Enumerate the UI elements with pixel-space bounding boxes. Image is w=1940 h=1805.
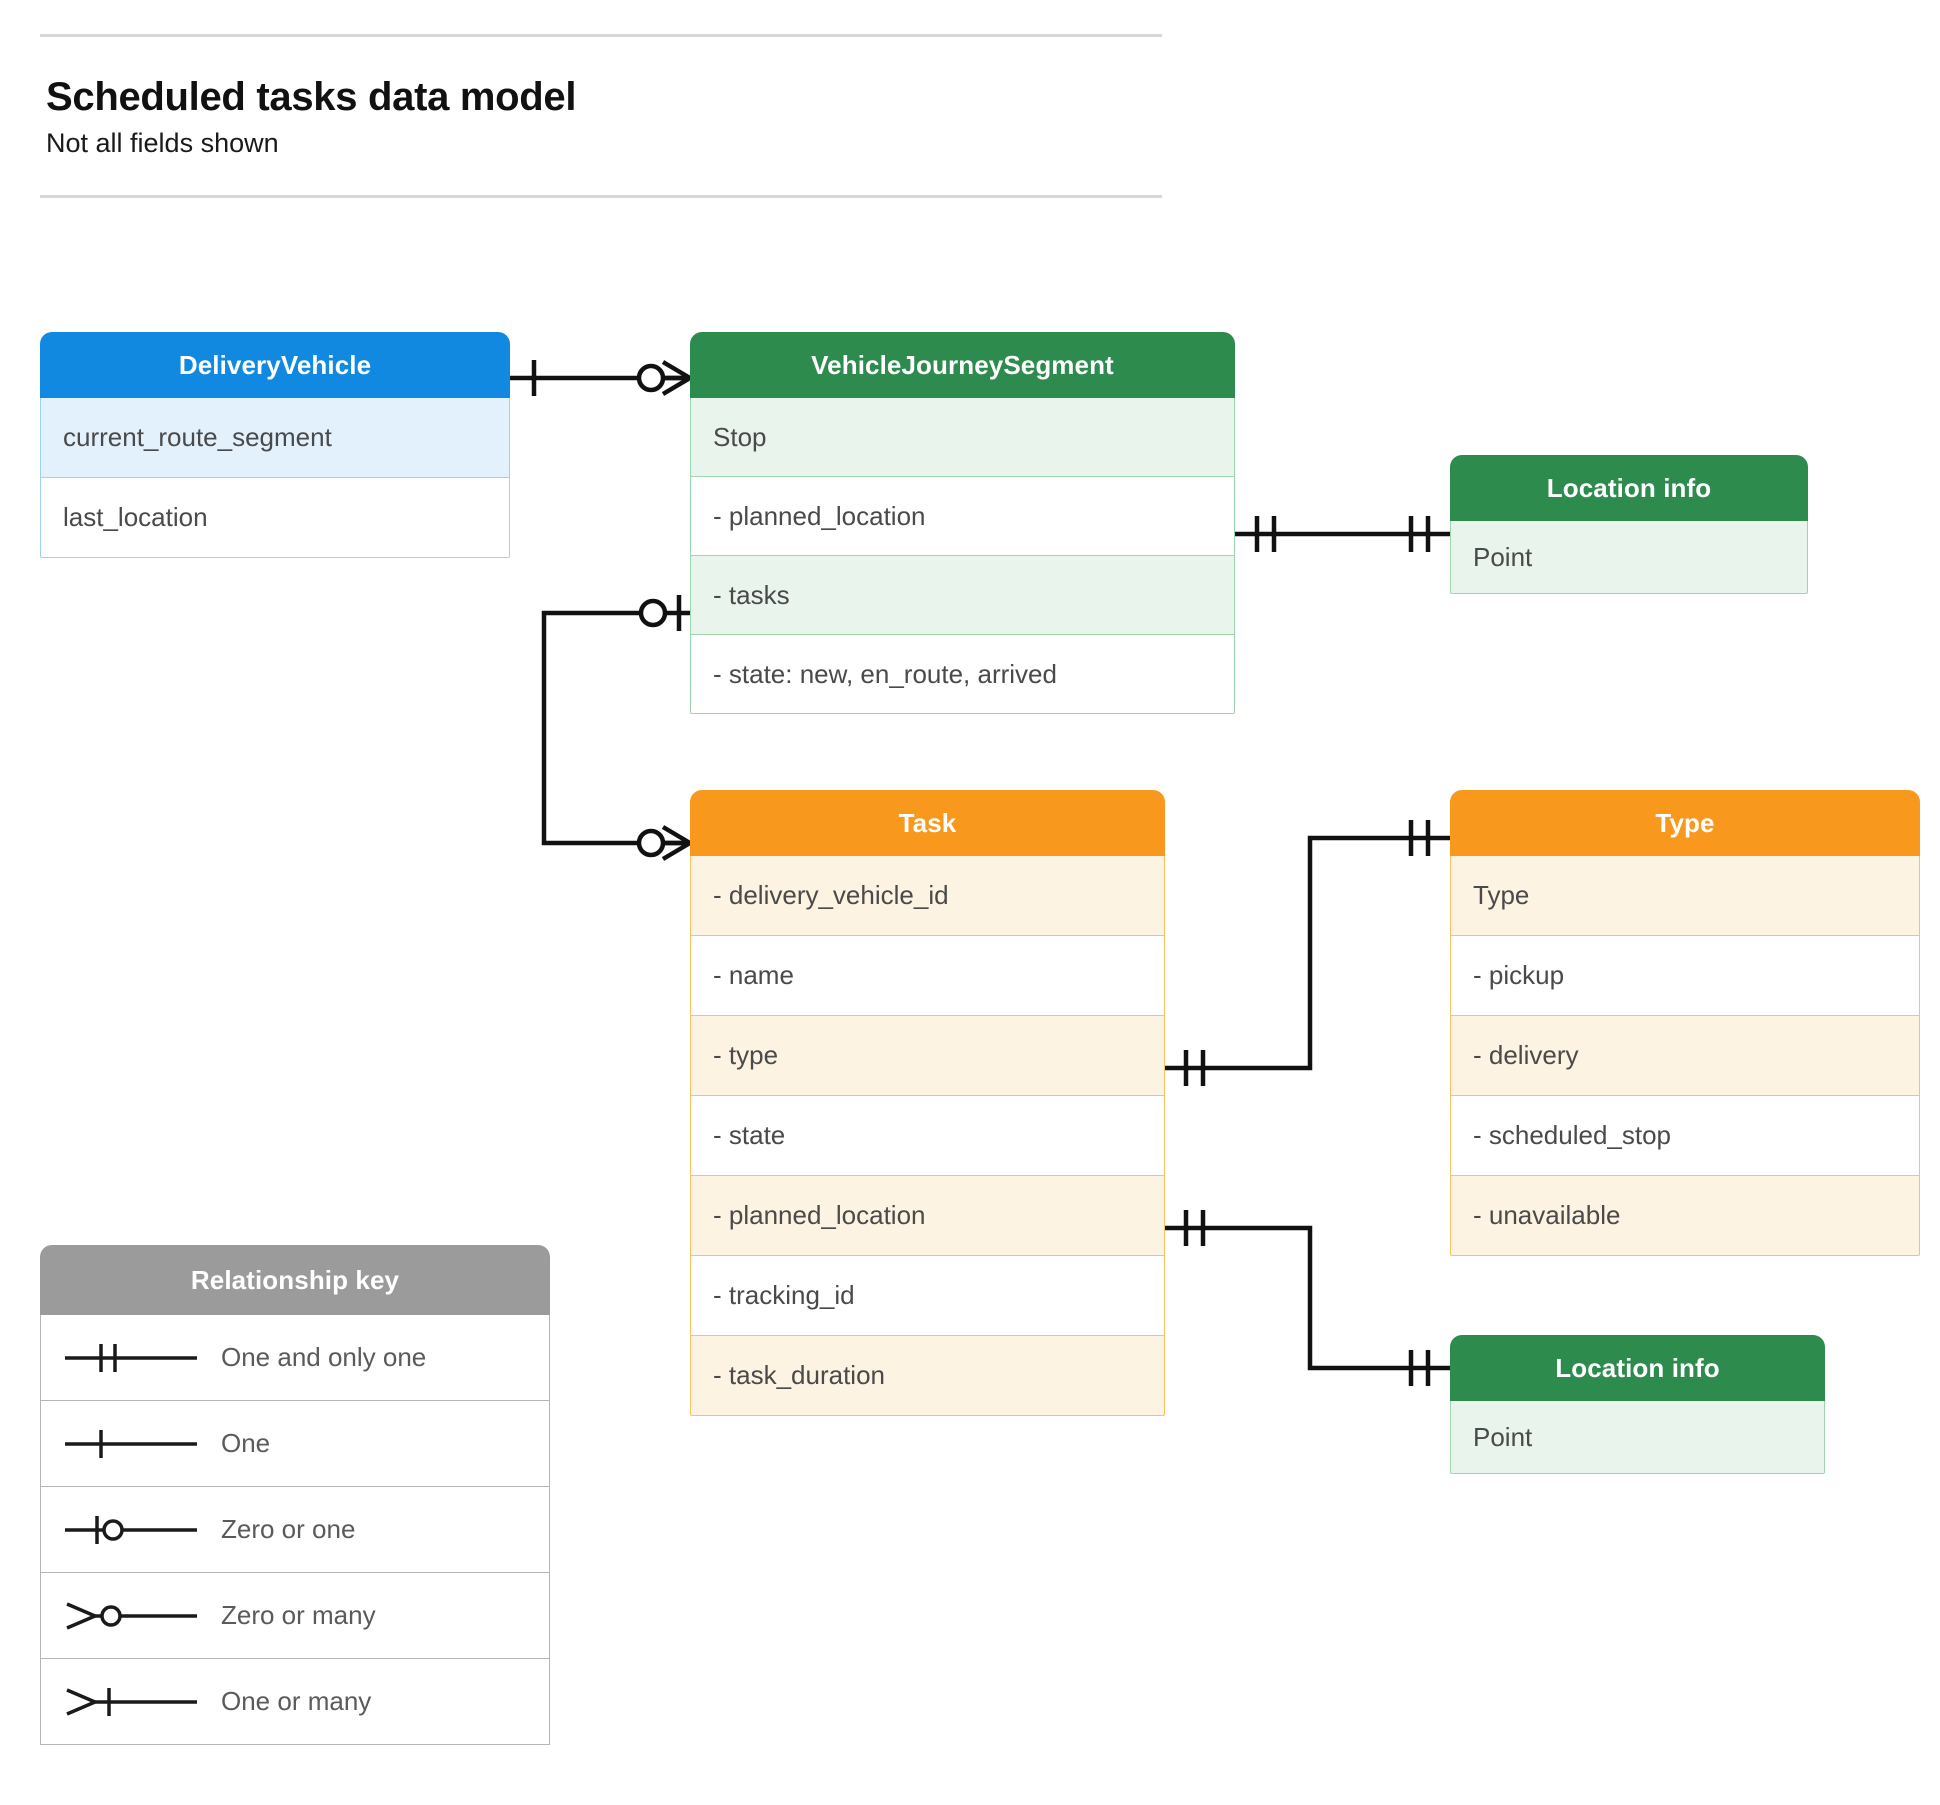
- field-task-planned-location[interactable]: - planned_location: [690, 1176, 1165, 1256]
- field-type-delivery[interactable]: - delivery: [1450, 1016, 1920, 1096]
- legend-item-zero-or-many: Zero or many: [40, 1573, 550, 1659]
- entity-task-title: Task: [690, 790, 1165, 856]
- legend-label-one-and-only-one: One and only one: [221, 1342, 427, 1372]
- entity-delivery-vehicle-title: DeliveryVehicle: [40, 332, 510, 398]
- page-title: Scheduled tasks data model: [46, 75, 577, 119]
- field-type-label[interactable]: Type: [1450, 856, 1920, 936]
- field-type-pickup[interactable]: - pickup: [1450, 936, 1920, 1016]
- entity-vehicle-journey-segment-title: VehicleJourneySegment: [690, 332, 1235, 398]
- connector-task-loc-path: [1165, 1225, 1450, 1371]
- field-tasks[interactable]: - tasks: [690, 556, 1235, 635]
- field-type-unavailable[interactable]: - unavailable: [1450, 1176, 1920, 1256]
- legend-label-one-or-many: One or many: [221, 1686, 372, 1716]
- legend-title: Relationship key: [40, 1245, 550, 1315]
- relationship-key-legend: Relationship key One and only one One: [40, 1245, 550, 1745]
- legend-item-one-or-many: One or many: [40, 1659, 550, 1745]
- connector-task-zero-circle: [636, 828, 666, 858]
- field-task-type[interactable]: - type: [690, 1016, 1165, 1096]
- zero-or-many-icon: [41, 1596, 221, 1636]
- field-task-duration[interactable]: - task_duration: [690, 1336, 1165, 1416]
- connector-vjs-task-path: [541, 610, 690, 846]
- connector-task-crow-1: [661, 825, 692, 845]
- entity-location-info-top[interactable]: Location info Point: [1450, 455, 1808, 594]
- field-stop[interactable]: Stop: [690, 398, 1235, 477]
- field-task-state[interactable]: - state: [690, 1096, 1165, 1176]
- one-or-many-icon: [41, 1682, 221, 1722]
- page-subtitle: Not all fields shown: [46, 127, 279, 158]
- entity-delivery-vehicle[interactable]: DeliveryVehicle current_route_segment la…: [40, 332, 510, 558]
- field-point-top[interactable]: Point: [1450, 521, 1808, 594]
- connector-tasks-zero-circle: [638, 598, 668, 628]
- field-state[interactable]: - state: new, en_route, arrived: [690, 635, 1235, 714]
- zero-or-one-icon: [41, 1510, 221, 1550]
- field-planned-location[interactable]: - planned_location: [690, 477, 1235, 556]
- legend-label-zero-or-one: Zero or one: [221, 1514, 356, 1544]
- field-task-name[interactable]: - name: [690, 936, 1165, 1016]
- entity-task[interactable]: Task - delivery_vehicle_id - name - type…: [690, 790, 1165, 1416]
- field-tracking-id[interactable]: - tracking_id: [690, 1256, 1165, 1336]
- one-icon: [41, 1424, 221, 1464]
- legend-item-one: One: [40, 1401, 550, 1487]
- field-type-scheduled-stop[interactable]: - scheduled_stop: [1450, 1096, 1920, 1176]
- entity-location-info-bottom[interactable]: Location info Point: [1450, 1335, 1825, 1474]
- one-and-only-one-icon: [41, 1338, 221, 1378]
- connector-task-type-path: [1165, 835, 1450, 1071]
- field-current-route-segment[interactable]: current_route_segment: [40, 398, 510, 478]
- page-header: Scheduled tasks data model Not all field…: [40, 34, 1162, 198]
- entity-type-title: Type: [1450, 790, 1920, 856]
- connector-vjs-crow-2: [661, 376, 692, 396]
- connector-task-crow-2: [661, 841, 692, 861]
- entity-location-info-bottom-title: Location info: [1450, 1335, 1825, 1401]
- header-rule-top: [40, 34, 1162, 37]
- legend-item-zero-or-one: Zero or one: [40, 1487, 550, 1573]
- entity-vehicle-journey-segment[interactable]: VehicleJourneySegment Stop - planned_loc…: [690, 332, 1235, 714]
- legend-item-one-and-only-one: One and only one: [40, 1315, 550, 1401]
- legend-label-one: One: [221, 1428, 271, 1458]
- entity-type[interactable]: Type Type - pickup - delivery - schedule…: [1450, 790, 1920, 1256]
- connector-vjs-crow-1: [661, 360, 692, 380]
- field-point-bottom[interactable]: Point: [1450, 1401, 1825, 1474]
- legend-label-zero-or-many: Zero or many: [221, 1600, 376, 1630]
- header-rule-bottom: [40, 194, 1162, 198]
- connector-vjs-zero-circle: [636, 363, 666, 393]
- entity-location-info-top-title: Location info: [1450, 455, 1808, 521]
- field-last-location[interactable]: last_location: [40, 478, 510, 558]
- field-delivery-vehicle-id[interactable]: - delivery_vehicle_id: [690, 856, 1165, 936]
